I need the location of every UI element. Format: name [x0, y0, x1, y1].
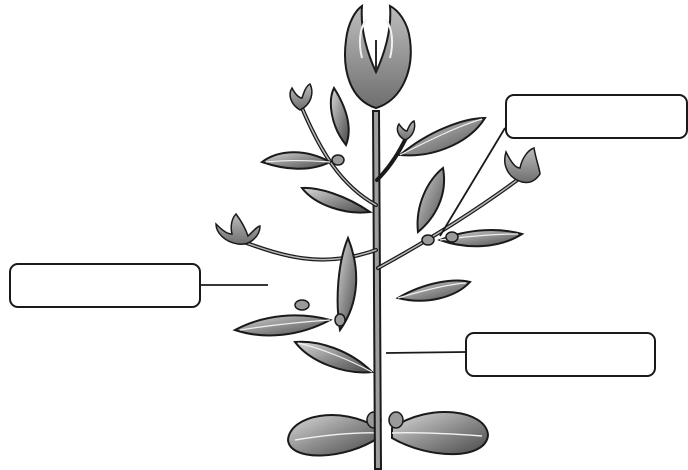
- label-box-top-right[interactable]: [505, 94, 688, 139]
- small-flower-left: [216, 214, 260, 244]
- label-box-left[interactable]: [9, 263, 201, 308]
- small-flower-upper-right: [397, 121, 414, 140]
- basal-leaves: [288, 412, 488, 456]
- small-flower-right: [505, 148, 540, 183]
- small-flower-upper-left: [290, 84, 312, 110]
- main-stem: [376, 110, 378, 470]
- top-flower: [345, 6, 411, 108]
- leader-line-bottom-right: [386, 352, 465, 353]
- label-box-bottom-right[interactable]: [465, 332, 656, 377]
